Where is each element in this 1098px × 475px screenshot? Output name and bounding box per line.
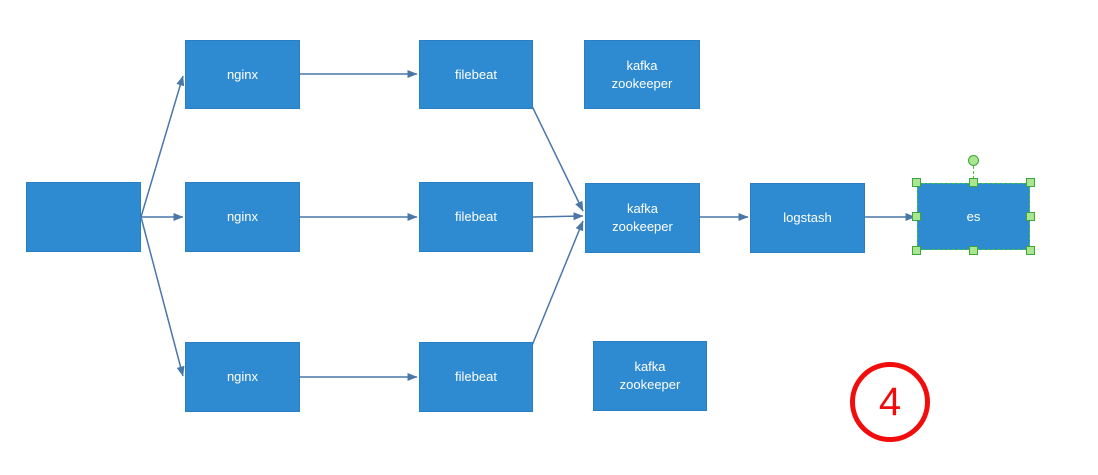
step-annotation-number: 4: [878, 380, 902, 424]
node-nginx-middle[interactable]: nginx: [185, 182, 300, 252]
node-logstash-label: logstash: [783, 210, 832, 226]
connector-source-nginx-top[interactable]: [140, 75, 185, 218]
node-filebeat-middle[interactable]: filebeat: [419, 182, 533, 252]
node-kafka-zookeeper-top[interactable]: kafka zookeeper: [584, 40, 700, 109]
node-logstash[interactable]: logstash: [750, 183, 865, 253]
node-nginx-top-label: nginx: [226, 66, 259, 82]
resize-handle-sw[interactable]: [912, 246, 921, 255]
node-es-selection-group: es: [912, 155, 1035, 255]
connector-filebeat-bottom-kafka-middle[interactable]: [530, 220, 584, 349]
rotation-connector-line: [973, 166, 974, 179]
resize-handle-nw[interactable]: [912, 178, 921, 187]
step-annotation-circle: 4: [850, 362, 930, 442]
node-kafka-zookeeper-bottom[interactable]: kafka zookeeper: [593, 341, 707, 411]
node-es-label: es: [966, 208, 981, 224]
node-filebeat-top[interactable]: filebeat: [419, 40, 533, 109]
node-nginx-top[interactable]: nginx: [185, 40, 300, 109]
connector-filebeat-middle-kafka-middle[interactable]: [532, 212, 584, 221]
connector-filebeat-top-kafka-middle[interactable]: [530, 103, 584, 212]
resize-handle-s[interactable]: [969, 246, 978, 255]
resize-handle-ne[interactable]: [1026, 178, 1035, 187]
node-nginx-middle-label: nginx: [226, 209, 259, 225]
resize-handle-n[interactable]: [969, 178, 978, 187]
node-es[interactable]: es: [917, 183, 1030, 250]
resize-handle-se[interactable]: [1026, 246, 1035, 255]
node-kafka-zookeeper-middle[interactable]: kafka zookeeper: [585, 183, 700, 253]
node-kafka-zookeeper-top-label: kafka zookeeper: [611, 57, 673, 91]
node-source[interactable]: [26, 182, 141, 252]
node-filebeat-bottom[interactable]: filebeat: [419, 342, 533, 412]
node-nginx-bottom-label: nginx: [226, 369, 259, 385]
resize-handle-e[interactable]: [1026, 212, 1035, 221]
node-nginx-bottom[interactable]: nginx: [185, 342, 300, 412]
rotation-handle[interactable]: [968, 155, 979, 166]
resize-handle-w[interactable]: [912, 212, 921, 221]
node-filebeat-bottom-label: filebeat: [455, 369, 497, 385]
node-filebeat-top-label: filebeat: [455, 66, 497, 82]
node-filebeat-middle-label: filebeat: [455, 209, 497, 225]
connector-source-nginx-bottom[interactable]: [140, 216, 185, 377]
node-kafka-zookeeper-middle-label: kafka zookeeper: [612, 201, 673, 234]
node-kafka-zookeeper-bottom-label: kafka zookeeper: [619, 359, 681, 392]
